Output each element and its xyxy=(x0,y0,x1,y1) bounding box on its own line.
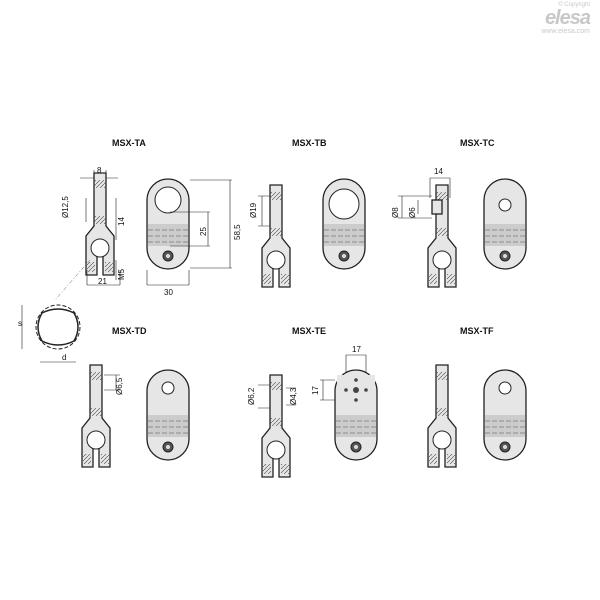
label-msx-tb: MSX-TB xyxy=(292,138,327,148)
label-msx-tf: MSX-TF xyxy=(460,326,494,336)
elesa-watermark: © Copyright elesa www.elesa.com xyxy=(541,2,591,35)
msx-td-drawing: Ø6,5 xyxy=(81,364,190,468)
label-msx-ta: MSX-TA xyxy=(112,138,146,148)
dim-diameter-4-3: Ø4,3 xyxy=(289,387,298,405)
dim-height-25: 25 xyxy=(199,227,208,236)
brand-logo: elesa xyxy=(544,7,591,29)
dim-height-17: 17 xyxy=(311,386,320,395)
dim-width-30: 30 xyxy=(164,288,173,297)
copyright-text: © Copyright xyxy=(558,2,590,8)
msx-tb-drawing: Ø19 xyxy=(249,178,366,288)
dim-diameter-6-2: Ø6,2 xyxy=(247,387,256,405)
msx-tc-drawing: 14 Ø8 Ø6 xyxy=(391,167,527,288)
dim-height-14: 14 xyxy=(117,217,126,226)
dim-thread-m5: M5 xyxy=(117,268,126,280)
website-text: www.elesa.com xyxy=(541,28,590,35)
label-msx-te: MSX-TE xyxy=(292,326,326,336)
dim-height-58-5: 58,5 xyxy=(233,224,242,240)
dim-width-8: 8 xyxy=(97,166,102,175)
label-msx-tc: MSX-TC xyxy=(460,138,495,148)
dim-s: s xyxy=(18,319,22,328)
dim-diameter-12-5: Ø12,5 xyxy=(61,196,70,218)
dim-d: d xyxy=(62,353,66,362)
msx-te-drawing: 17 17 Ø6,2 Ø4,3 xyxy=(247,345,378,478)
label-msx-td: MSX-TD xyxy=(112,326,147,336)
dim-diameter-6: Ø6 xyxy=(408,207,417,218)
dim-width-17: 17 xyxy=(352,345,361,354)
dim-width-14: 14 xyxy=(434,167,443,176)
msx-ta-drawing: 8 Ø12,5 14 M5 21 30 25 58,5 xyxy=(61,166,242,297)
dim-diameter-19: Ø19 xyxy=(249,202,258,218)
msx-tf-drawing xyxy=(427,364,527,468)
dim-width-21: 21 xyxy=(98,277,107,286)
dim-diameter-8: Ø8 xyxy=(391,207,400,218)
tube-section-detail: s d xyxy=(18,259,91,363)
dim-diameter-6-5: Ø6,5 xyxy=(115,377,124,395)
